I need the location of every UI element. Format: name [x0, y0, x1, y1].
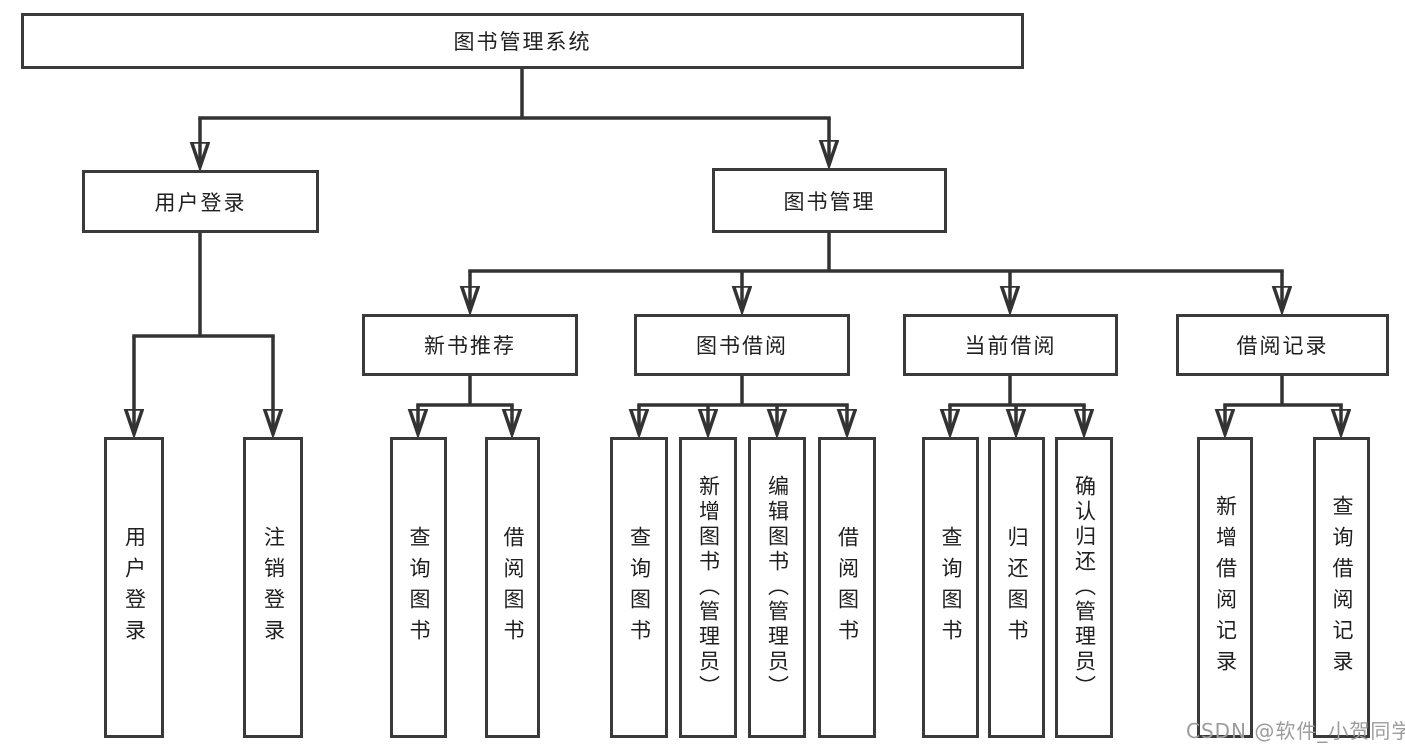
node-borrow-books-recommend: 借阅图书 [485, 437, 540, 738]
node-library-system: 图书管理系统 [21, 13, 1024, 69]
node-label: 查询图书 [627, 525, 652, 650]
node-add-books-admin: 新增图书（管理员） [679, 437, 737, 738]
node-query-borrow-record: 查询借阅记录 [1313, 437, 1370, 738]
node-label: 新增图书（管理员） [696, 475, 721, 700]
node-return-books: 归还图书 [988, 437, 1045, 738]
node-book-borrowing: 图书借阅 [634, 314, 850, 376]
node-query-books-current: 查询图书 [922, 437, 979, 738]
node-label: 查询图书 [939, 525, 963, 650]
node-new-book-recommend: 新书推荐 [362, 314, 578, 376]
node-label: 当前借阅 [964, 334, 1057, 358]
node-borrow-books-borrowing: 借阅图书 [818, 437, 876, 738]
node-label: 新书推荐 [424, 334, 516, 358]
node-user-login: 用户登录 [82, 170, 319, 233]
node-label: 用户登录 [122, 525, 147, 650]
node-label: 注销登录 [261, 525, 286, 650]
node-logout: 注销登录 [243, 437, 303, 738]
node-label: 用户登录 [154, 190, 247, 215]
node-add-borrow-record: 新增借阅记录 [1197, 437, 1253, 738]
node-label: 编辑图书（管理员） [765, 475, 790, 700]
node-borrow-records: 借阅记录 [1176, 314, 1389, 376]
node-label: 确认归还（管理员） [1072, 475, 1097, 700]
node-user-login-leaf: 用户登录 [104, 437, 164, 738]
node-confirm-return-admin: 确认归还（管理员） [1055, 437, 1113, 738]
node-current-borrowing: 当前借阅 [903, 314, 1118, 376]
node-label: 借阅记录 [1236, 334, 1329, 358]
node-label: 图书管理 [783, 189, 876, 214]
node-label: 借阅图书 [835, 525, 860, 650]
node-label: 查询图书 [407, 525, 431, 650]
node-edit-books-admin: 编辑图书（管理员） [748, 437, 806, 738]
node-label: 新增借阅记录 [1213, 494, 1238, 681]
node-label: 查询借阅记录 [1330, 494, 1354, 681]
node-label: 归还图书 [1005, 525, 1029, 650]
csdn-watermark: CSDN @软件_小贺同学 [1186, 719, 1405, 743]
node-book-management: 图书管理 [712, 168, 947, 233]
node-label: 图书借阅 [696, 334, 788, 358]
node-query-books-borrowing: 查询图书 [610, 437, 668, 738]
node-query-books-recommend: 查询图书 [390, 437, 447, 738]
node-label: 图书管理系统 [453, 30, 592, 54]
node-label: 借阅图书 [501, 525, 525, 650]
